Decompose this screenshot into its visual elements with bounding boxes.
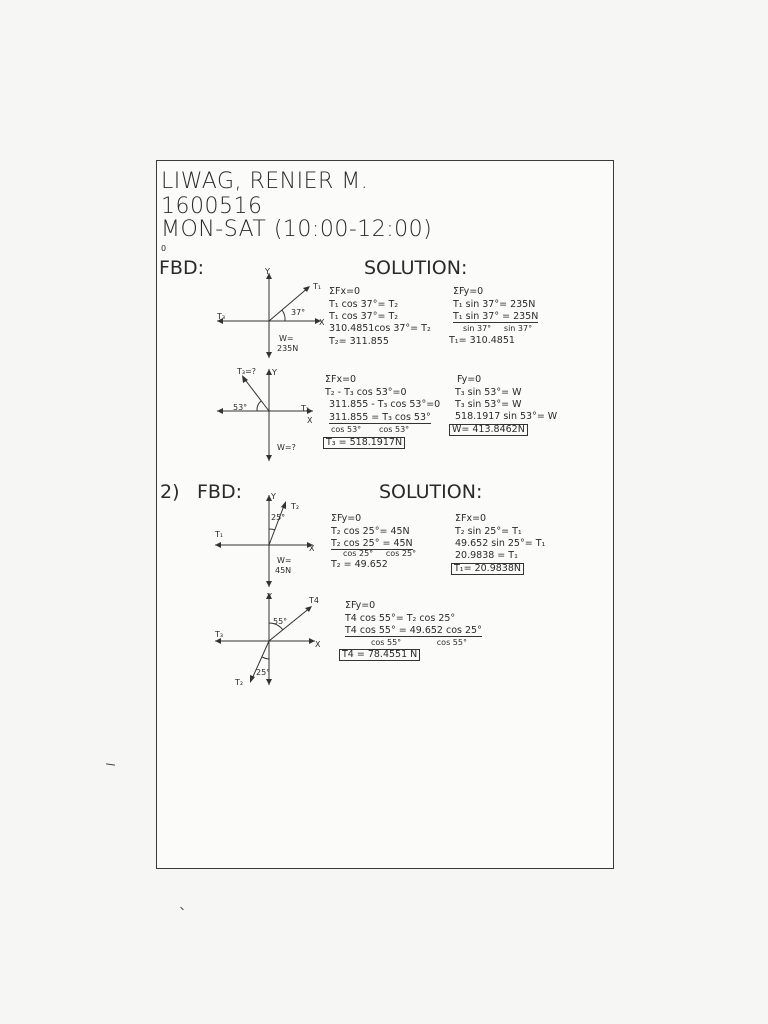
- p2a-y-label: Y: [271, 492, 276, 501]
- p1a-angle-label: 37°: [291, 308, 306, 317]
- p2-fx-line-4: 20.9838 = T₁: [455, 550, 518, 561]
- class-schedule: MON-SAT (10:00-12:00): [161, 217, 433, 242]
- p1-fxb-line-4: 311.855 = T₃ cos 53°: [329, 412, 431, 424]
- p2b-angle-bottom: 25°: [256, 668, 271, 677]
- p1-fxb-line-2: T₂ - T₃ cos 53°=0: [325, 387, 407, 398]
- stray-mark: 0: [161, 244, 167, 253]
- p2-number: 2): [160, 481, 180, 503]
- p2a-angle-label: 25°: [271, 513, 286, 522]
- p2-fyb-line-3: T4 cos 55° = 49.652 cos 25°: [345, 625, 482, 637]
- stray-mark-bottom: [180, 906, 184, 911]
- p1-fx-line-5: T₂= 311.855: [329, 336, 389, 347]
- p1b-y-label: Y: [272, 368, 277, 377]
- p1-result-t3: T₃ = 518.1917N: [323, 437, 406, 449]
- p2a-weight-value: 45N: [275, 566, 292, 575]
- p1-fxb-line-5: cos 53° cos 53°: [331, 425, 410, 434]
- p2a-t1-label: T₁: [215, 530, 224, 539]
- worksheet-page: LIWAG, RENIER M. 1600516 MON-SAT (10:00-…: [156, 160, 614, 869]
- student-name: LIWAG, RENIER M.: [161, 169, 369, 194]
- stray-mark-left: [105, 763, 116, 766]
- student-id: 1600516: [161, 194, 263, 219]
- p2b-t3-label: T₃: [215, 630, 224, 639]
- p1-fxb-line-1: ΣFx=0: [325, 374, 357, 385]
- p2a-x-label: X: [309, 544, 315, 553]
- p1-fbd-diagram-b: [217, 369, 313, 461]
- p2-fbd-diagram-a: [215, 495, 313, 587]
- p1a-y-label: Y: [265, 267, 270, 276]
- p1-fbd-diagram-a: [217, 273, 321, 358]
- p2-fx-line-2: T₂ sin 25°= T₁: [455, 526, 522, 537]
- p1a-t3-label: T₃: [217, 312, 226, 321]
- p2-fy-line-2: T₂ cos 25°= 45N: [331, 526, 410, 537]
- p2-fyb-line-2: T4 cos 55°= T₂ cos 25°: [345, 613, 456, 624]
- p2b-t2-label: T₂: [235, 678, 244, 687]
- p1-fx-line-4: 310.4851cos 37°= T₂: [329, 323, 431, 334]
- p2b-angle-top: 55°: [273, 617, 288, 626]
- p2-fbd-label: FBD:: [197, 481, 242, 503]
- p1-fbd-label: FBD:: [159, 257, 204, 279]
- p2-fy-line-3: T₂ cos 25° = 45N: [331, 538, 413, 550]
- p2-result-t4: T4 = 78.4551 N: [339, 649, 421, 661]
- p1b-angle-label: 53°: [233, 403, 248, 412]
- p1a-weight-value: 235N: [277, 344, 299, 353]
- p1b-weight-label: W=?: [277, 443, 296, 452]
- p2-fyb-line-4: cos 55° cos 55°: [371, 638, 467, 647]
- p1-fyb-line-2: T₃ sin 53°= W: [455, 387, 522, 398]
- p2-fy-result: T₂ = 49.652: [331, 559, 388, 570]
- p1b-t3-label: T₃=?: [237, 367, 257, 376]
- p2-result-t1: T₁= 20.9838N: [451, 563, 524, 575]
- p2-fyb-line-1: ΣFy=0: [345, 600, 376, 611]
- p1-fx-line-2: T₁ cos 37°= T₂: [329, 299, 399, 310]
- p2-fx-line-3: 49.652 sin 25°= T₁: [455, 538, 546, 549]
- p1-solution-label: SOLUTION:: [364, 257, 468, 279]
- p1-fyb-line-1: Fy=0: [457, 374, 482, 385]
- p2-fy-line-4: cos 25° cos 25°: [343, 549, 417, 558]
- p1-fx-line-1: ΣFx=0: [329, 286, 361, 297]
- p2b-x-label: X: [315, 640, 321, 649]
- p1-fyb-line-4: 518.1917 sin 53°= W: [455, 411, 558, 422]
- p2a-weight-label: W=: [277, 556, 292, 565]
- p2-solution-label: SOLUTION:: [379, 481, 483, 503]
- p1b-x-label: X: [307, 416, 313, 425]
- p1-fy-line-1: ΣFy=0: [453, 286, 484, 297]
- p1-fy-line-2: T₁ sin 37°= 235N: [453, 299, 536, 310]
- p2a-t2-label: T₂: [291, 502, 300, 511]
- p1a-x-label: X: [319, 318, 325, 327]
- p1-fxb-line-3: 311.855 - T₃ cos 53°=0: [329, 399, 441, 410]
- p1a-t1-label: T₁: [313, 282, 322, 291]
- p2b-t4-label: T4: [309, 596, 319, 605]
- p1-fy-result: T₁= 310.4851: [449, 335, 515, 346]
- p1b-t2-label: T₂: [301, 404, 310, 413]
- p2-fbd-diagram-b: [215, 593, 315, 685]
- p2b-y-label: Y: [267, 592, 272, 601]
- p1a-weight-label: W=: [279, 334, 294, 343]
- p1-fx-line-3: T₁ cos 37°= T₂: [329, 311, 399, 322]
- p1-fyb-line-3: T₃ sin 53°= W: [455, 399, 522, 410]
- p1-fy-line-3: T₁ sin 37° = 235N: [453, 311, 539, 323]
- p2-fy-line-1: ΣFy=0: [331, 513, 362, 524]
- p2-fx-line-1: ΣFx=0: [455, 513, 487, 524]
- p1-fy-line-4: sin 37° sin 37°: [463, 324, 533, 333]
- p1-result-w: W= 413.8462N: [449, 424, 528, 436]
